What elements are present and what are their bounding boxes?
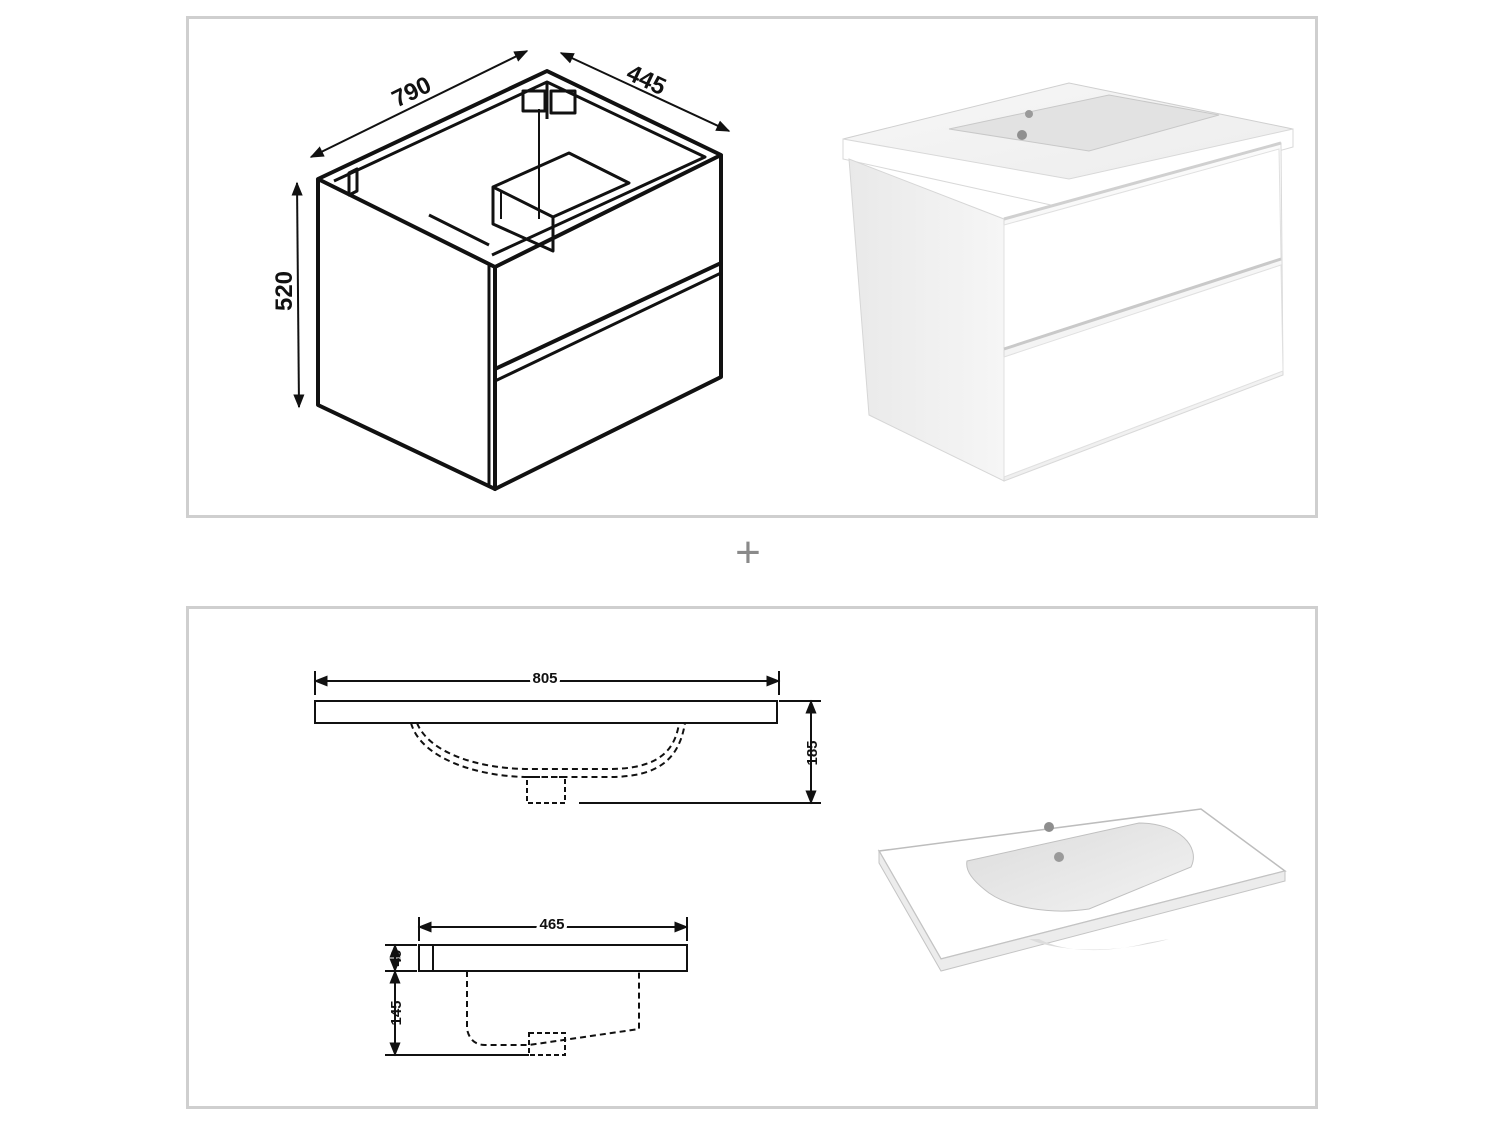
- basin-depth-label: 465: [539, 916, 564, 933]
- cabinet-panel: 790 445 520: [186, 16, 1318, 518]
- cabinet-width-label: 790: [388, 71, 436, 113]
- plus-separator: +: [735, 528, 761, 577]
- basin-render: [877, 808, 1287, 972]
- basin-side-view: [385, 917, 689, 1057]
- cabinet-line-drawing: [316, 69, 723, 491]
- basin-panel: 805 185 465 40 145: [186, 606, 1318, 1109]
- cabinet-depth-label: 445: [622, 60, 670, 101]
- basin-width-label: 805: [532, 670, 557, 687]
- cabinet-height-label: 520: [271, 271, 298, 311]
- basin-front-view: [313, 671, 821, 805]
- basin-bowl-height-label: 145: [388, 1000, 405, 1025]
- cabinet-dimension-lines: [291, 50, 731, 409]
- basin-height-label: 185: [804, 740, 821, 765]
- cabinet-render: [842, 82, 1294, 482]
- basin-diagrams: 805 185 465 40 145: [313, 667, 1287, 1057]
- cabinet-diagrams: 790 445 520: [271, 50, 1294, 491]
- basin-rim-height-label: 40: [388, 950, 405, 967]
